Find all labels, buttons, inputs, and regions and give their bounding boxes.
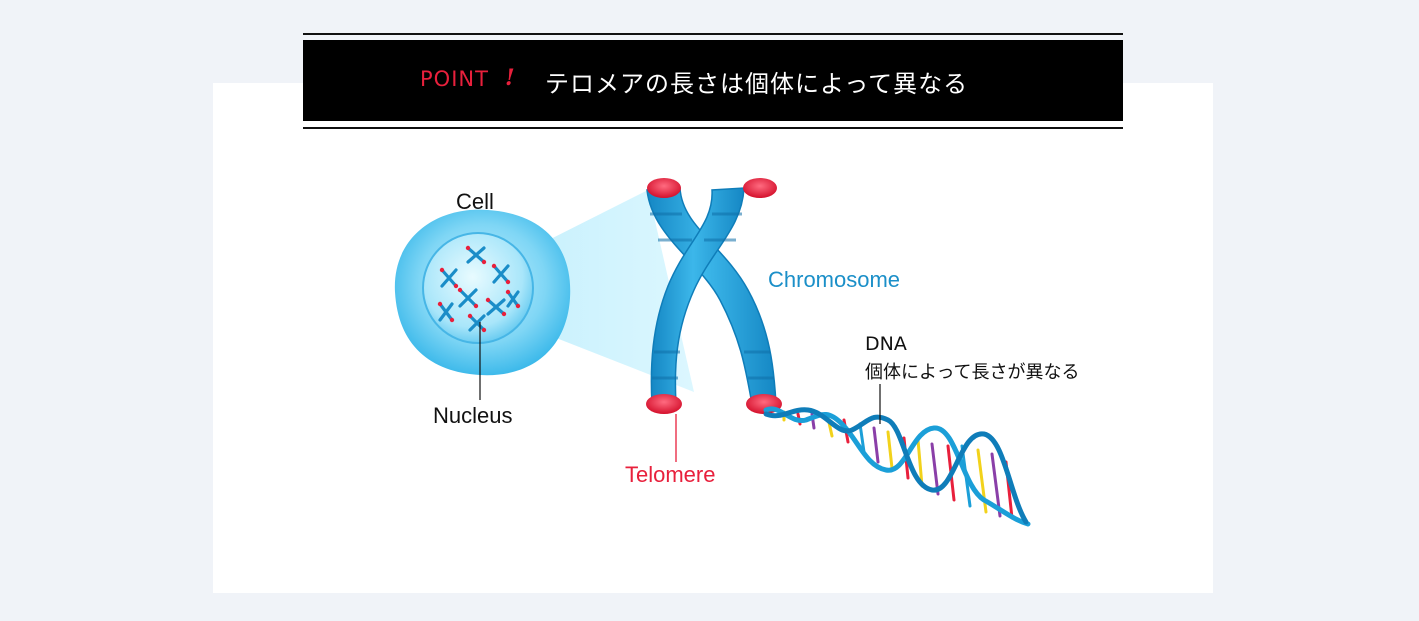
nucleus (422, 232, 534, 344)
point-label: POINT (420, 67, 489, 91)
telomere-label: Telomere (625, 462, 716, 487)
telomere-cap-top-left (647, 178, 681, 198)
dna-strand-b (763, 407, 1029, 525)
cell-label: Cell (456, 189, 494, 214)
content-card (213, 83, 1213, 593)
chromosome-label: Chromosome (768, 267, 901, 292)
telomere-cap-top-right (743, 178, 777, 198)
nucleus-telomere-dots (437, 245, 521, 333)
telomere-cap-bottom-left (646, 394, 682, 414)
dna-label: DNA (865, 333, 907, 355)
title-rule-top (303, 33, 1123, 35)
dna-strand-a (763, 406, 1031, 527)
title-bar: POINT ! テロメアの長さは個体によって異なる (303, 40, 1123, 121)
dna-helix (763, 406, 1031, 527)
nucleus-chromosomes (438, 246, 520, 332)
page-title: テロメアの長さは個体によって異なる (545, 70, 969, 98)
title-banner: POINT ! テロメアの長さは個体によって異なる (303, 33, 1123, 129)
point-exclamation: ! (505, 65, 515, 91)
nucleus-label: Nucleus (433, 403, 513, 428)
title-rule-bottom (303, 127, 1123, 129)
chromosome (646, 178, 782, 414)
dna-note-label: 個体によって長さが異なる (865, 362, 1080, 383)
